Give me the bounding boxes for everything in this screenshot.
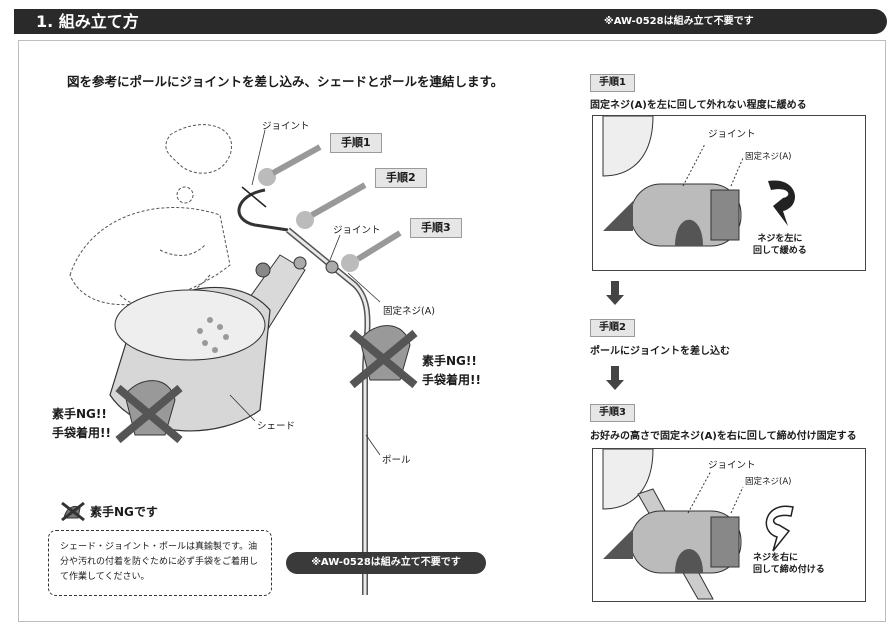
- flow-arrow-1-icon: [606, 295, 624, 305]
- assembly-illustration: [69, 124, 418, 595]
- detail2-action: ネジを右に 回して締め付ける: [753, 553, 825, 575]
- pole-label: ポール: [382, 455, 411, 466]
- flow-arrow-2-stem: [611, 366, 619, 380]
- detail1-action: ネジを左に 回して緩める: [753, 234, 807, 256]
- warning-right: 素手NG!! 手袋着用!!: [422, 354, 481, 387]
- right-step2-tag: 手順2: [590, 319, 635, 337]
- flow-arrow-2-icon: [606, 380, 624, 390]
- right-step1-tag: 手順1: [590, 74, 635, 92]
- no-bare-hands-icon: [61, 501, 85, 522]
- right-step3-tag: 手順3: [590, 404, 635, 422]
- lead-text: 図を参考にポールにジョイントを差し込み、シェードとポールを連結します。: [67, 74, 504, 89]
- joint-label-1: ジョイント: [262, 121, 310, 132]
- note-body: シェード・ジョイント・ポールは真鍮製です。油分や汚れの付着を防ぐために必ず手袋を…: [60, 542, 259, 582]
- bottom-note-pill: ※AW-0528は組み立て不要です: [286, 552, 486, 574]
- right-step2-desc: ポールにジョイントを差し込む: [590, 346, 730, 357]
- note-box: [48, 530, 272, 596]
- detail2-joint-label: ジョイント: [708, 460, 756, 471]
- detail2-box: ジョイント 固定ネジ(A) ネジを右に 回して締め付ける: [592, 448, 866, 602]
- right-step1-desc: 固定ネジ(A)を左に回して外れない程度に緩める: [590, 100, 807, 111]
- step2-tag: 手順2: [375, 168, 427, 188]
- warning-left: 素手NG!! 手袋着用!!: [52, 407, 111, 440]
- joint-label-2: ジョイント: [333, 225, 381, 236]
- note-title: 素手NGです: [90, 505, 158, 519]
- section-header-bar: [14, 9, 887, 34]
- section-title: 1. 組み立て方: [36, 12, 139, 31]
- screw-label: 固定ネジ(A): [383, 306, 435, 317]
- right-step3-desc: お好みの高さで固定ネジ(A)を右に回して締め付け固定する: [590, 431, 857, 442]
- detail1-illustration: [602, 115, 795, 247]
- detail2-illustration: [602, 448, 794, 600]
- detail1-screw-label: 固定ネジ(A): [745, 152, 792, 162]
- flow-arrow-1-stem: [611, 281, 619, 295]
- step3-tag: 手順3: [410, 218, 462, 238]
- step1-tag: 手順1: [330, 133, 382, 153]
- detail1-joint-label: ジョイント: [708, 129, 756, 140]
- header-note: ※AW-0528は組み立て不要です: [604, 16, 754, 27]
- detail2-screw-label: 固定ネジ(A): [745, 477, 792, 487]
- shade-label: シェード: [257, 421, 296, 432]
- detail1-box: ジョイント 固定ネジ(A) ネジを左に 回して緩める: [592, 115, 866, 271]
- content-frame: [18, 40, 886, 622]
